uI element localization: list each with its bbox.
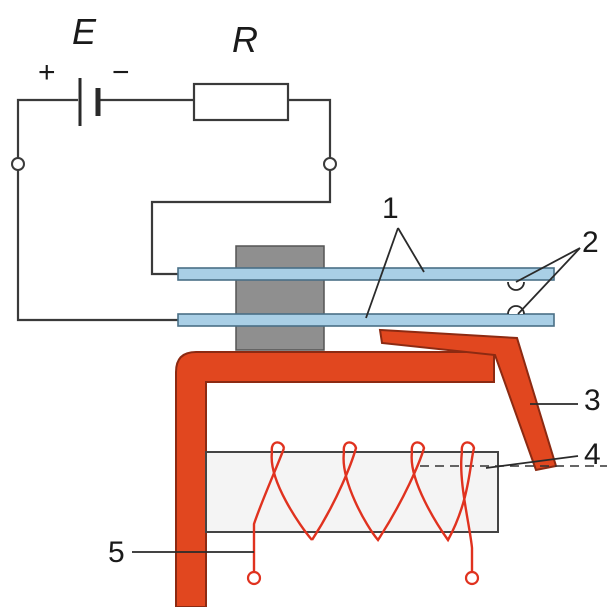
insulator-block: [235, 245, 325, 351]
plus-sign: +: [38, 56, 56, 89]
wire-left-top: [16, 98, 78, 158]
label-4: 4: [584, 438, 601, 471]
battery-label: E: [72, 11, 97, 52]
upper-contact-spring: [177, 267, 555, 281]
yoke-frame: [175, 351, 495, 607]
coil-lead-left: [246, 570, 262, 586]
coil-lead-right: [464, 570, 480, 586]
terminal-left: [11, 157, 25, 171]
label-1: 1: [382, 192, 399, 225]
leader-lines: [132, 227, 581, 553]
coil-winding-path: [310, 441, 476, 572]
minus-sign: −: [112, 56, 130, 89]
battery-symbol: [78, 78, 101, 126]
terminal-right: [323, 157, 337, 171]
armature: [378, 328, 558, 472]
coil-front-turn-2: [270, 441, 313, 541]
leader-1-lower: [365, 227, 399, 319]
label-2: 2: [582, 226, 599, 259]
label-3: 3: [584, 384, 601, 417]
coil-front-turn-1: [252, 447, 286, 572]
upper-contact-point: [507, 281, 525, 291]
leader-2-lower: [517, 247, 581, 315]
leader-1-upper: [397, 227, 425, 273]
label-5: 5: [108, 536, 125, 569]
resistor-label: R: [232, 19, 258, 60]
leader-2-upper: [515, 247, 581, 283]
coil-winding: [252, 441, 476, 572]
wire-resistor-right: [288, 98, 332, 158]
wire-left-to-lower-spring: [16, 170, 178, 322]
lower-contact-spring: [177, 313, 555, 327]
wire-right-to-upper-spring: [150, 170, 332, 276]
circuit-wiring: [16, 98, 332, 322]
resistor-symbol: [192, 82, 290, 122]
leader-4: [485, 455, 579, 469]
